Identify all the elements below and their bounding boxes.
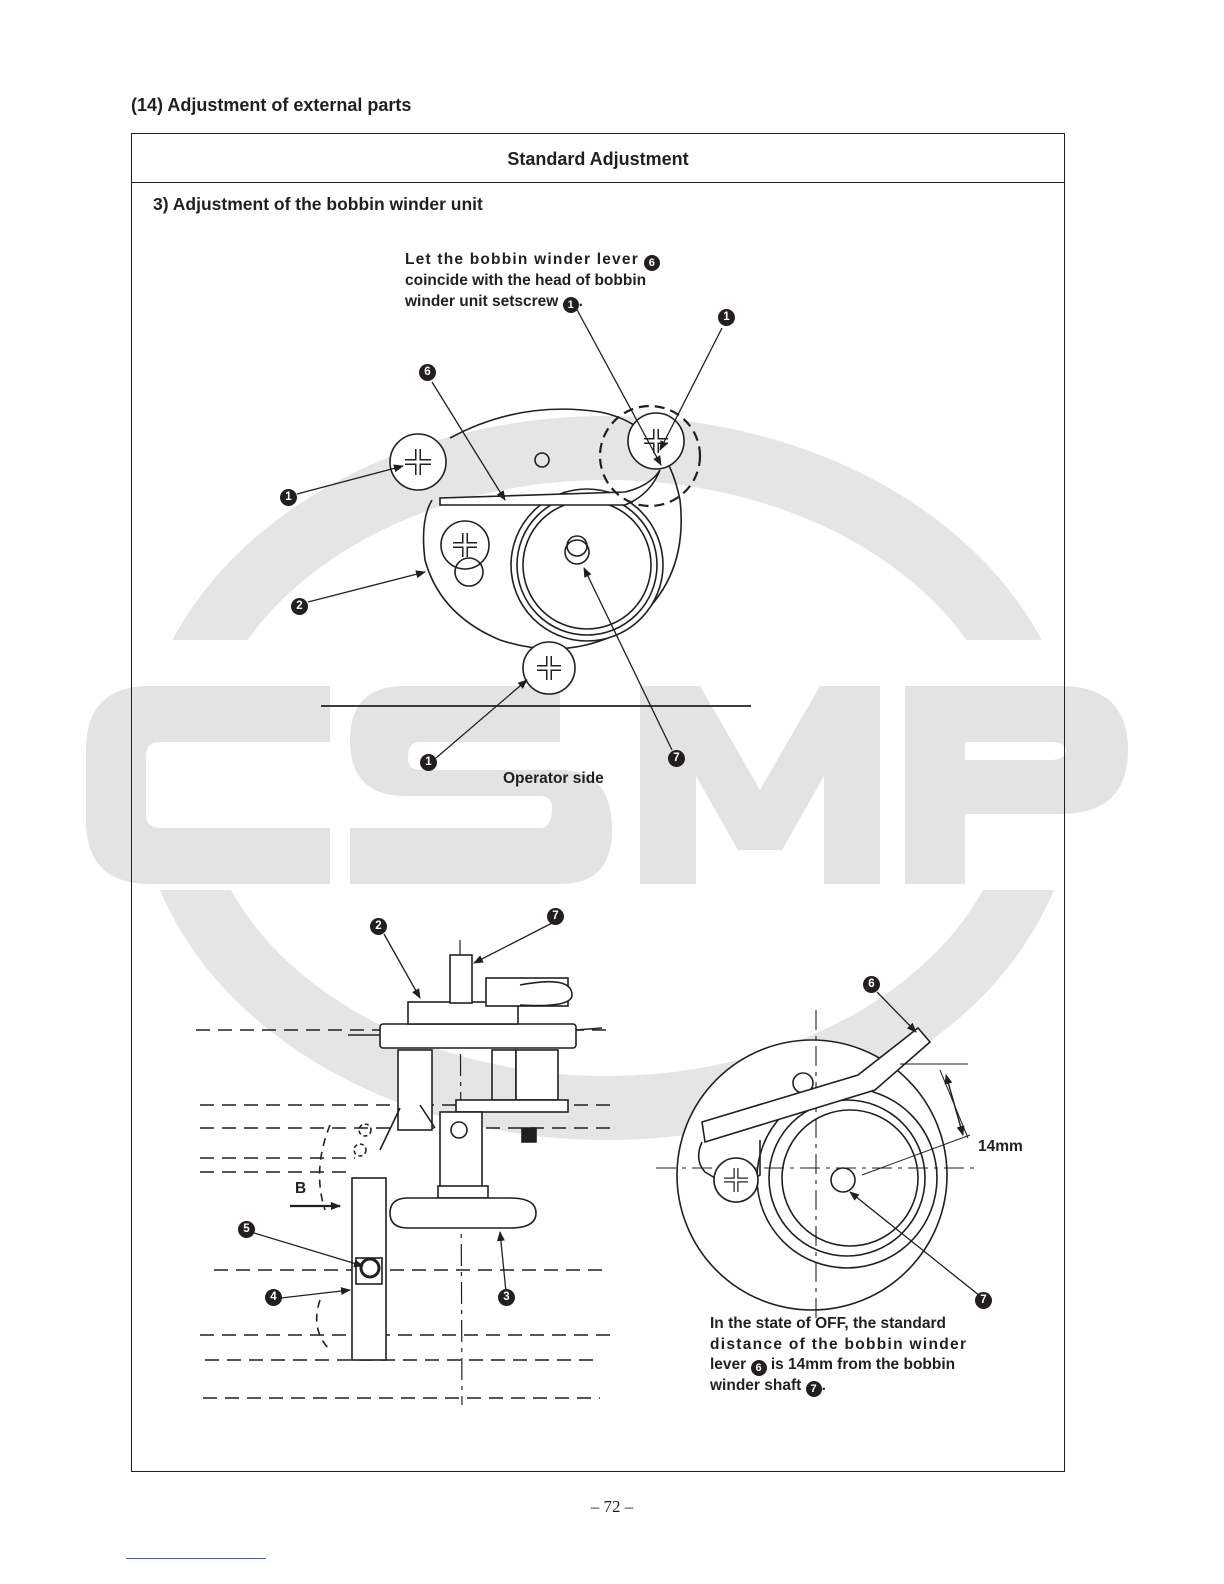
lever-detail-drawing: [656, 1010, 975, 1320]
label-winder-lever-top: 6: [419, 364, 436, 381]
note-top-line1: Let the bobbin winder lever: [405, 251, 639, 268]
label-plate-side: 2: [370, 918, 387, 935]
label-setscrew-bottom: 1: [420, 754, 437, 771]
note-bottom-line2: distance of the bobbin winder: [710, 1335, 968, 1353]
distance-label: 14mm: [978, 1138, 1023, 1155]
note-bottom-line1: In the state of OFF, the standard: [710, 1315, 946, 1332]
note-bottom-line4: winder shaft: [710, 1377, 802, 1394]
label-bracket-screw: 5: [238, 1221, 255, 1238]
note-top-line3-end: .: [578, 292, 583, 310]
label-handwheel: 3: [498, 1289, 515, 1306]
note-top-line3: winder unit setscrew: [405, 292, 559, 310]
top-instruction-note: Let the bobbin winder lever 6 coincide w…: [405, 250, 670, 313]
label-lever-bracket: 4: [265, 1289, 282, 1306]
label-winder-shaft-detail: 7: [975, 1292, 992, 1309]
ref-1-badge: 1: [562, 296, 579, 313]
standard-adjustment-table: Standard Adjustment 3) Adjustment of the…: [131, 133, 1065, 1472]
footer-rule: [126, 1558, 266, 1559]
label-setscrew-left: 1: [280, 489, 297, 506]
bottom-instruction-note: In the state of OFF, the standard distan…: [710, 1314, 972, 1397]
arrow-b-label: B: [295, 1180, 307, 1197]
label-setscrew-top-right: 1: [718, 309, 735, 326]
section-title: (14) Adjustment of external parts: [131, 95, 412, 115]
note-bottom-line3-end: is 14mm from the bobbin: [770, 1356, 956, 1373]
label-winder-shaft-top: 7: [668, 750, 685, 767]
table-header: Standard Adjustment: [132, 134, 1064, 183]
top-view-drawing: [389, 404, 702, 695]
note-top-line2: coincide with the head of bobbin: [405, 272, 647, 289]
note-bottom-line3: lever: [710, 1356, 747, 1373]
operator-side-label: Operator side: [503, 770, 604, 787]
note-bottom-line4-end: .: [821, 1377, 826, 1394]
label-plate-top: 2: [291, 598, 308, 615]
side-view-drawing: [196, 939, 610, 1406]
label-winder-lever-detail: 6: [863, 976, 880, 993]
ref-6-badge-bottom: 6: [750, 1360, 767, 1376]
page-number: – 72 –: [590, 1497, 634, 1516]
label-winder-shaft-side: 7: [547, 908, 564, 925]
ref-6-badge: 6: [644, 255, 661, 271]
subsection-title: 3) Adjustment of the bobbin winder unit: [153, 194, 483, 214]
ref-7-badge-bottom: 7: [805, 1381, 822, 1397]
